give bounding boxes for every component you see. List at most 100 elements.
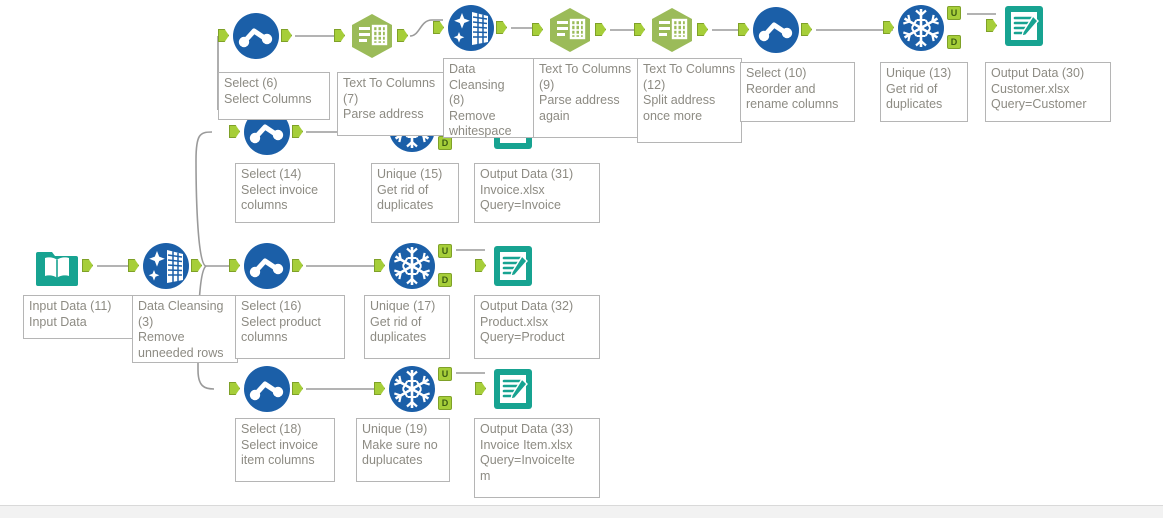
node-select-18[interactable] — [229, 365, 303, 413]
label-line: unneeded rows — [138, 345, 224, 360]
label-line: Parse address — [539, 93, 620, 107]
input-anchor[interactable] — [634, 23, 645, 36]
input-anchor[interactable] — [475, 259, 486, 272]
node-select-16[interactable] — [229, 242, 303, 290]
input-anchor[interactable] — [218, 29, 229, 42]
input-anchor[interactable] — [883, 21, 894, 34]
output-anchor-unique[interactable]: U — [947, 6, 961, 20]
label-text-to-columns-7[interactable]: Text To Columns(7)Parse address — [337, 72, 449, 136]
input-anchor[interactable] — [986, 19, 997, 32]
input-anchor[interactable] — [532, 23, 543, 36]
data-cleansing-icon — [447, 4, 495, 52]
label-line: Select invoice — [241, 182, 319, 197]
output-anchor[interactable] — [292, 259, 303, 272]
label-line: Output Data (33) — [480, 422, 574, 436]
output-anchor[interactable] — [697, 23, 708, 36]
input-anchor[interactable] — [229, 259, 240, 272]
label-line: once more — [643, 108, 703, 123]
output-anchor-unique[interactable]: U — [438, 367, 452, 381]
label-line: (3) — [138, 314, 154, 329]
node-output-data-30[interactable] — [986, 2, 1048, 50]
label-line: Query=Customer — [991, 97, 1087, 111]
output-anchor[interactable] — [801, 23, 812, 36]
output-anchor[interactable] — [191, 259, 202, 272]
label-line: Make sure no — [362, 437, 438, 452]
input-anchor[interactable] — [128, 259, 139, 272]
node-select-10[interactable] — [738, 6, 812, 54]
input-anchor[interactable] — [334, 29, 345, 42]
output-anchor-unique[interactable]: U — [438, 244, 452, 258]
node-output-data-32[interactable] — [475, 242, 537, 290]
node-text-to-columns-7[interactable] — [334, 12, 408, 60]
output-anchor[interactable] — [292, 125, 303, 138]
label-line: (7) — [343, 91, 359, 106]
label-line: Query=Product — [480, 330, 565, 344]
input-anchor[interactable] — [475, 382, 486, 395]
node-select-6[interactable] — [218, 12, 292, 60]
input-anchor[interactable] — [738, 23, 749, 36]
label-line: Parse address — [343, 107, 424, 121]
input-anchor[interactable] — [433, 21, 444, 34]
node-text-to-columns-12[interactable] — [634, 6, 708, 54]
label-line: Select (14) — [241, 167, 302, 181]
label-line: m — [480, 468, 491, 483]
output-anchor[interactable] — [292, 382, 303, 395]
label-input-data-11[interactable]: Input Data (11)Input Data — [23, 295, 137, 339]
output-anchor-duplicate[interactable]: D — [438, 136, 452, 150]
node-text-to-columns-9[interactable] — [532, 6, 606, 54]
label-line: Reorder and — [746, 81, 816, 96]
label-line: Output Data (32) — [480, 299, 574, 313]
label-line: columns — [241, 330, 288, 344]
text-to-columns-icon — [546, 6, 594, 54]
label-select-6[interactable]: Select (6)Select Columns — [218, 72, 330, 120]
node-output-data-33[interactable] — [475, 365, 537, 413]
output-anchor[interactable] — [397, 29, 408, 42]
label-line: Input Data — [29, 314, 87, 329]
text-to-columns-icon — [648, 6, 696, 54]
output-anchor[interactable] — [595, 23, 606, 36]
output-anchor[interactable] — [496, 21, 507, 34]
node-data-cleansing-3[interactable] — [128, 242, 202, 290]
input-anchor[interactable] — [374, 259, 385, 272]
label-line: Select product — [241, 314, 321, 329]
node-select-14[interactable] — [229, 108, 303, 156]
label-line: Product.xlsx — [480, 314, 549, 329]
label-line: Unique (19) — [362, 422, 428, 436]
output-anchor-duplicate[interactable]: D — [438, 396, 452, 410]
label-line: (12) — [643, 77, 666, 92]
input-anchor[interactable] — [374, 382, 385, 395]
output-anchor-duplicate[interactable]: D — [947, 35, 961, 49]
node-input-data-11[interactable] — [33, 242, 93, 290]
label-line: Query=Invoice — [480, 198, 561, 212]
input-anchor[interactable] — [229, 382, 240, 395]
output-anchor-duplicate[interactable]: D — [438, 273, 452, 287]
node-data-cleansing-8[interactable] — [433, 4, 507, 52]
status-bar — [0, 505, 1163, 518]
input-anchor[interactable] — [229, 125, 240, 138]
input-data-icon — [33, 242, 81, 290]
output-anchor[interactable] — [82, 259, 93, 272]
label-line: Query=InvoiceIte — [480, 453, 575, 467]
label-line: Remove — [449, 108, 496, 123]
output-anchor[interactable] — [281, 29, 292, 42]
